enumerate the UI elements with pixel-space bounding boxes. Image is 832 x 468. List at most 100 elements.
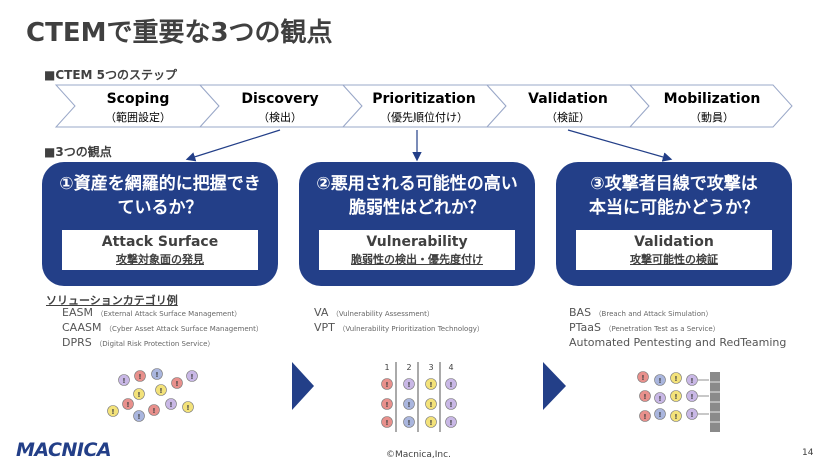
exclamation-dot-icon: !: [654, 392, 666, 404]
card-question-line: ③攻撃者目線で攻撃は: [590, 174, 758, 194]
solution-desc: （Breach and Attack Simulation）: [594, 310, 713, 318]
step-name: Mobilization: [664, 91, 761, 107]
step-validation: Validation （検証）: [485, 84, 650, 128]
svg-text:!: !: [690, 393, 693, 401]
solution-item: DPRS （Digital Risk Protection Service）: [62, 336, 263, 351]
exclamation-dot-icon: !: [133, 388, 145, 400]
card-label-jp: 攻撃可能性の検証: [630, 253, 718, 266]
card-label-en: Validation: [634, 234, 714, 250]
card-question-line: 本当に可能かどうか？: [589, 198, 759, 218]
solutions-list-vulnerability: VA （Vulnerability Assessment） VPT （Vulne…: [314, 306, 484, 336]
page-number: 14: [802, 448, 814, 458]
exclamation-dot-icon: !: [639, 410, 651, 422]
column-number: 4: [448, 363, 453, 372]
solution-item: Automated Pentesting and RedTeaming: [569, 336, 786, 350]
exclamation-dot-icon: !: [686, 408, 698, 420]
macnica-logo: MACNICA: [16, 439, 112, 461]
step-discovery: Discovery （検出）: [198, 84, 363, 128]
svg-text:!: !: [658, 411, 661, 419]
arrow-down-icon: [567, 129, 673, 162]
connector-arrows: [185, 129, 673, 162]
chevron-right-large-icon: [543, 362, 566, 410]
solution-item: EASM （External Attack Surface Management…: [62, 306, 263, 321]
svg-text:!: !: [658, 395, 661, 403]
solution-abbr: VA: [314, 306, 329, 319]
step-sub: （動員）: [690, 110, 734, 124]
exclamation-dot-icon: !: [425, 416, 437, 428]
svg-text:!: !: [169, 401, 172, 409]
exclamation-dot-icon: !: [403, 378, 415, 390]
svg-text:!: !: [674, 393, 677, 401]
exclamation-dot-icon: !: [381, 378, 393, 390]
exclamation-dot-icon: !: [445, 416, 457, 428]
column-number: 2: [406, 363, 411, 372]
svg-text:!: !: [138, 373, 141, 381]
solution-item: VPT （Vulnerability Prioritization Techno…: [314, 321, 484, 336]
solution-abbr: CAASM: [62, 321, 102, 334]
perspective-card-attack-surface: ①資産を網羅的に把握でき ているか？ Attack Surface 攻撃対象面の…: [42, 162, 278, 286]
solutions-heading: ソリューションカテゴリ例: [46, 294, 178, 307]
exclamation-dot-icon: !: [403, 398, 415, 410]
exclamation-dot-icon: !: [670, 410, 682, 422]
exclamation-dot-icon: !: [118, 374, 130, 386]
card-label-box: Vulnerability 脆弱性の検出・優先度付け: [319, 230, 515, 270]
svg-text:!: !: [429, 381, 432, 389]
svg-text:!: !: [429, 401, 432, 409]
svg-text:!: !: [690, 411, 693, 419]
exclamation-dot-icon: !: [122, 398, 134, 410]
card-label-box: Attack Surface 攻撃対象面の発見: [62, 230, 258, 270]
exclamation-dot-icon: !: [107, 405, 119, 417]
step-mobilization: Mobilization （動員）: [628, 84, 793, 128]
exclamation-dot-icon: !: [670, 372, 682, 384]
perspectives-heading: ■3つの観点: [44, 145, 112, 159]
perspective-card-vulnerability: ②悪用される可能性の高い 脆弱性はどれか？ Vulnerability 脆弱性の…: [299, 162, 535, 286]
solution-item: PTaaS （Penetration Test as a Service）: [569, 321, 786, 336]
svg-text:!: !: [385, 381, 388, 389]
card-label-box: Validation 攻撃可能性の検証: [576, 230, 772, 270]
wall-icon: [710, 372, 720, 432]
svg-text:!: !: [111, 408, 114, 416]
exclamation-dot-icon: !: [637, 371, 649, 383]
card-question: ①資産を網羅的に把握でき ているか？: [42, 172, 278, 220]
exclamation-dot-icon: !: [654, 408, 666, 420]
exclamation-dot-icon: !: [654, 374, 666, 386]
perspective-card-validation: ③攻撃者目線で攻撃は 本当に可能かどうか？ Validation 攻撃可能性の検…: [556, 162, 792, 286]
svg-text:!: !: [643, 393, 646, 401]
step-sub: （検証）: [546, 110, 590, 124]
solution-desc: （Penetration Test as a Service）: [604, 325, 720, 333]
process-illustration: !!!!!!!!!!!!! 1 2 3 4 !!!!!!!!!!!! !!!!!…: [107, 362, 720, 432]
exclamation-dot-icon: !: [148, 404, 160, 416]
column-number: 1: [384, 363, 389, 372]
svg-text:!: !: [449, 381, 452, 389]
card-question: ②悪用される可能性の高い 脆弱性はどれか？: [299, 172, 535, 220]
svg-text:!: !: [175, 380, 178, 388]
exclamation-dot-icon: !: [381, 398, 393, 410]
copyright: ©Macnica,Inc.: [386, 450, 451, 460]
solution-abbr: EASM: [62, 306, 93, 319]
svg-text:!: !: [385, 419, 388, 427]
exclamation-dot-icon: !: [186, 370, 198, 382]
exclamation-dot-icon: !: [686, 374, 698, 386]
svg-text:!: !: [407, 381, 410, 389]
solutions-list-attack-surface: EASM （External Attack Surface Management…: [62, 306, 263, 351]
svg-text:!: !: [126, 401, 129, 409]
exclamation-dot-icon: !: [670, 390, 682, 402]
validated-attacks-group: !!!!!!!!!!!!: [637, 371, 709, 422]
page-title: CTEMで重要な3つの観点: [26, 18, 333, 48]
step-scoping: Scoping （範囲設定）: [54, 84, 220, 128]
exclamation-dot-icon: !: [425, 378, 437, 390]
prioritized-grid-group: 1 2 3 4 !!!!!!!!!!!!: [381, 362, 457, 432]
exclamation-dot-icon: !: [403, 416, 415, 428]
step-name: Prioritization: [372, 91, 475, 107]
exclamation-dot-icon: !: [171, 377, 183, 389]
solution-desc: （Vulnerability Assessment）: [331, 310, 434, 318]
solution-item: CAASM （Cyber Asset Attack Surface Manage…: [62, 321, 263, 336]
svg-text:!: !: [643, 413, 646, 421]
exclamation-dot-icon: !: [686, 390, 698, 402]
solution-desc: （External Attack Surface Management）: [96, 310, 242, 318]
exclamation-dot-icon: !: [182, 401, 194, 413]
solution-desc: （Digital Risk Protection Service）: [95, 340, 215, 348]
solution-item: BAS （Breach and Attack Simulation）: [569, 306, 786, 321]
exclamation-dot-icon: !: [155, 384, 167, 396]
solutions-list-validation: BAS （Breach and Attack Simulation） PTaaS…: [569, 306, 786, 350]
